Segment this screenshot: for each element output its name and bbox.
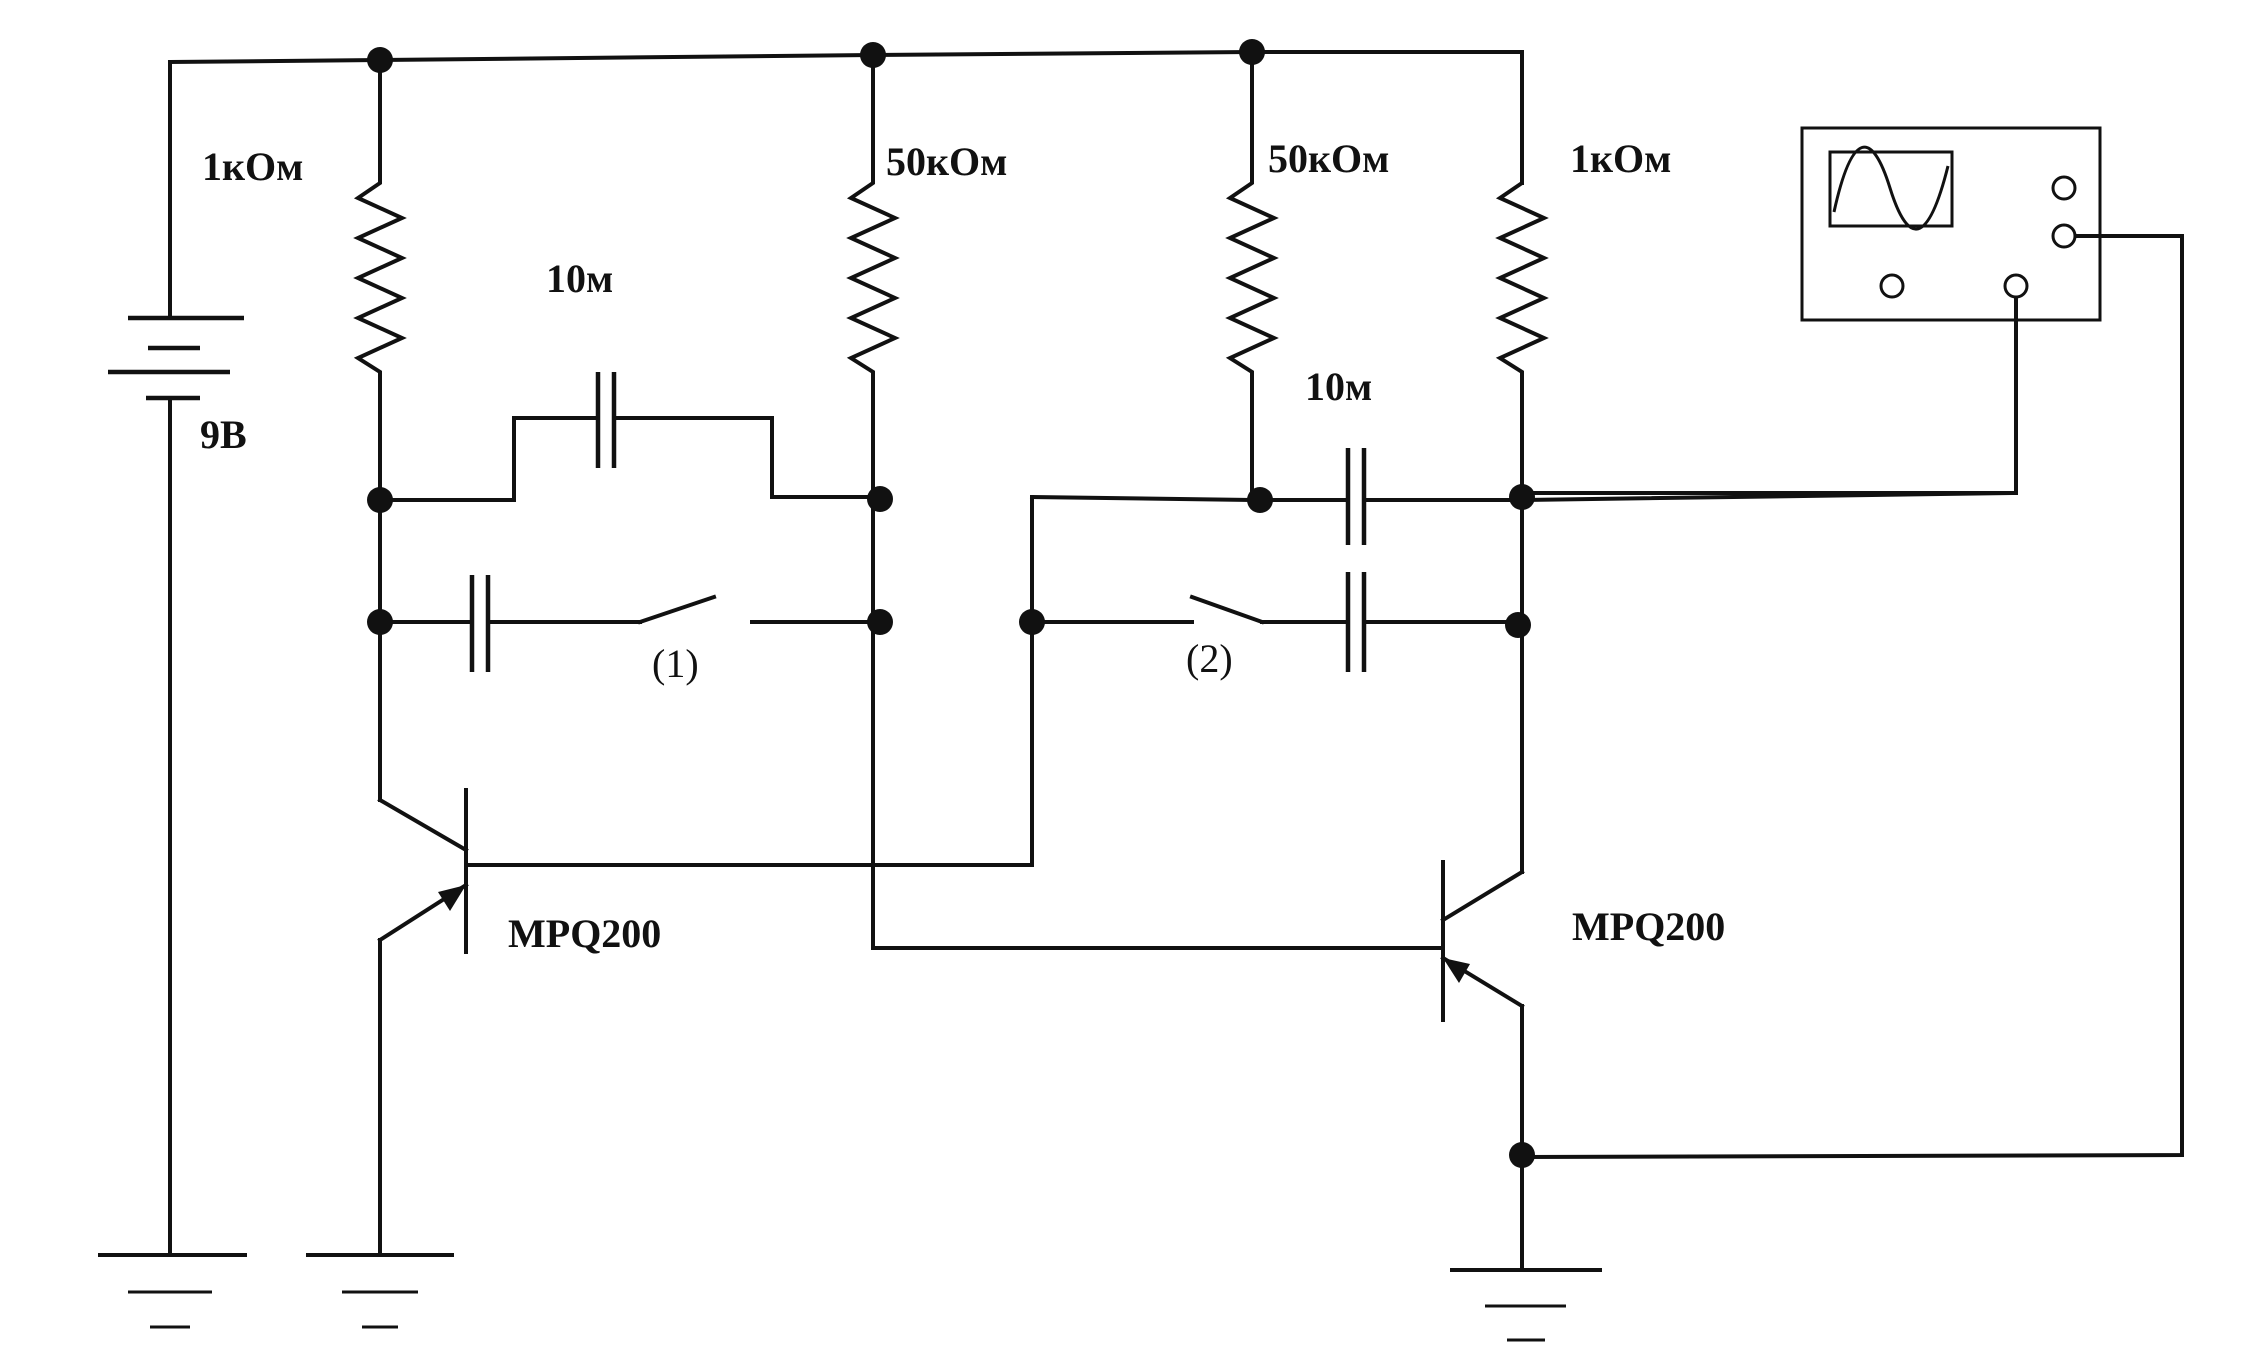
ground-q2 [1450, 1268, 1602, 1342]
oscilloscope [1800, 126, 2102, 322]
transistor-q1-label: MPQ200 [508, 911, 661, 956]
switch-2-label: (2) [1186, 636, 1233, 681]
switch-1-label: (1) [652, 641, 699, 686]
switch-2-branch [1030, 572, 1524, 672]
capacitor-c1 [378, 372, 875, 502]
transistor-q1 [377, 788, 469, 1257]
capacitor-c2-label: 10м [1305, 364, 1372, 409]
transistor-q2-label: MPQ200 [1572, 904, 1725, 949]
junction-dots [367, 39, 1535, 1168]
resistor-r1 [353, 58, 407, 502]
resistor-r3-label: 50кОм [1268, 136, 1389, 181]
battery-label: 9В [200, 412, 247, 457]
vertical-wires [378, 495, 1524, 950]
resistor-r2-label: 50кОм [886, 139, 1007, 184]
resistor-r3 [1225, 50, 1279, 502]
resistor-r2 [846, 53, 900, 499]
battery [108, 60, 244, 1257]
resistor-r1-label: 1кОм [202, 144, 303, 189]
oscilloscope-leads [1519, 234, 2184, 1160]
resistor-r4 [1495, 50, 1549, 502]
ground-battery [98, 1253, 247, 1329]
resistor-r4-label: 1кОм [1570, 136, 1671, 181]
transistor-q2 [1440, 860, 1525, 1272]
ground-q1 [306, 1253, 454, 1329]
switch-1-branch [378, 498, 875, 672]
capacitor-c1-label: 10м [546, 256, 613, 301]
